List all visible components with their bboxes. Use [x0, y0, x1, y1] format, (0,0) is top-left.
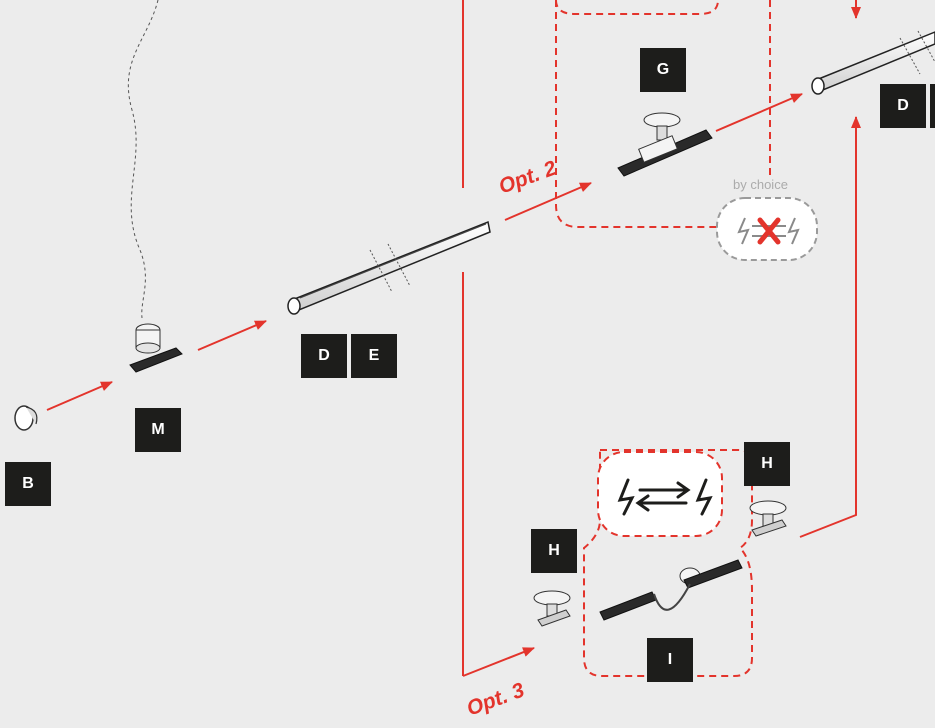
badge-m: M	[135, 408, 181, 452]
badge-d-left: D	[301, 334, 347, 378]
route-line-opt3-arrow	[462, 647, 535, 677]
switch-symbol-icon	[617, 478, 713, 516]
badge-d-right: D	[880, 84, 926, 128]
badge-b: B	[5, 462, 51, 506]
crossed-switch-icon	[737, 217, 800, 245]
dashed-top-inner	[555, 0, 719, 15]
badge-i: I	[647, 638, 693, 682]
hanging-wire	[127, 0, 159, 319]
arrow-rail-to-g	[504, 182, 592, 221]
route-h-to-d	[799, 116, 861, 538]
by-choice-label: by choice	[733, 177, 788, 192]
arrow-g-to-d	[715, 93, 803, 132]
component-i	[599, 559, 743, 621]
arrow-m-to-rail	[197, 320, 267, 351]
component-h-left	[533, 590, 571, 627]
badge-e-right-partial	[930, 84, 935, 128]
badge-e-left: E	[351, 334, 397, 378]
component-m	[129, 323, 183, 373]
component-g	[617, 112, 713, 177]
switch-frame	[597, 451, 723, 537]
badge-g: G	[640, 48, 686, 92]
cross-icon	[757, 217, 781, 245]
dashed-region-g	[555, 0, 720, 228]
badge-h-right: H	[744, 442, 790, 486]
arrow-b-to-m	[46, 381, 113, 411]
rail-left	[287, 220, 491, 315]
end-cap	[14, 405, 38, 431]
component-h-right	[749, 500, 787, 537]
rail-right	[811, 30, 935, 95]
badge-h-left: H	[531, 529, 577, 573]
